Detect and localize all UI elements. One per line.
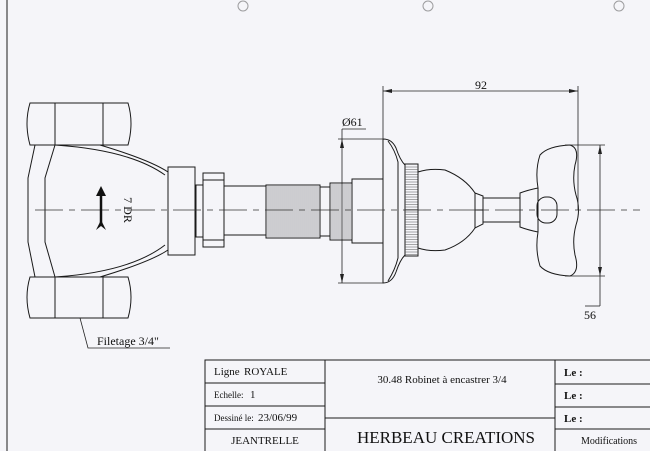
le-label-2: Le : — [564, 390, 583, 402]
title-block — [204, 359, 650, 451]
dessine-label: Dessiné le: — [214, 413, 254, 423]
hex-nut-bottom — [26, 276, 132, 319]
dessine-value: 23/06/99 — [258, 412, 298, 424]
le-label-3: Le : — [564, 413, 583, 425]
author: JEANTRELLE — [231, 435, 299, 447]
threaded-stem — [265, 178, 384, 244]
binder-hole — [422, 0, 434, 12]
dimension-length-value: 92 — [475, 78, 487, 92]
binder-hole — [237, 0, 249, 12]
ligne-label: Ligne — [214, 366, 240, 378]
echelle-value: 1 — [250, 389, 256, 401]
dimension-handle — [565, 144, 605, 307]
flow-arrow-icon — [96, 186, 106, 230]
hex-nut-top — [26, 102, 132, 146]
thread-note-leader — [79, 317, 170, 349]
echelle-label: Echelle: — [214, 390, 243, 400]
le-label-1: Le : — [564, 367, 583, 379]
ligne-value: ROYALE — [244, 366, 288, 378]
rosette — [382, 138, 521, 284]
thread-note: Filetage 3/4" — [97, 334, 159, 348]
dimension-diameter-value: Ø61 — [342, 115, 363, 129]
dimension-length — [382, 86, 579, 210]
drawing-title: 30.48 Robinet à encastrer 3/4 — [377, 374, 507, 386]
flow-direction-label: 7 DR — [121, 197, 135, 223]
modifications-label: Modifications — [581, 436, 637, 447]
binder-hole — [613, 0, 625, 12]
company-name: HERBEAU CREATIONS — [357, 428, 535, 447]
valve-body — [27, 144, 267, 278]
cross-handle — [519, 144, 579, 277]
dimension-diameter — [338, 128, 383, 284]
dimension-handle-value: 56 — [584, 308, 596, 322]
